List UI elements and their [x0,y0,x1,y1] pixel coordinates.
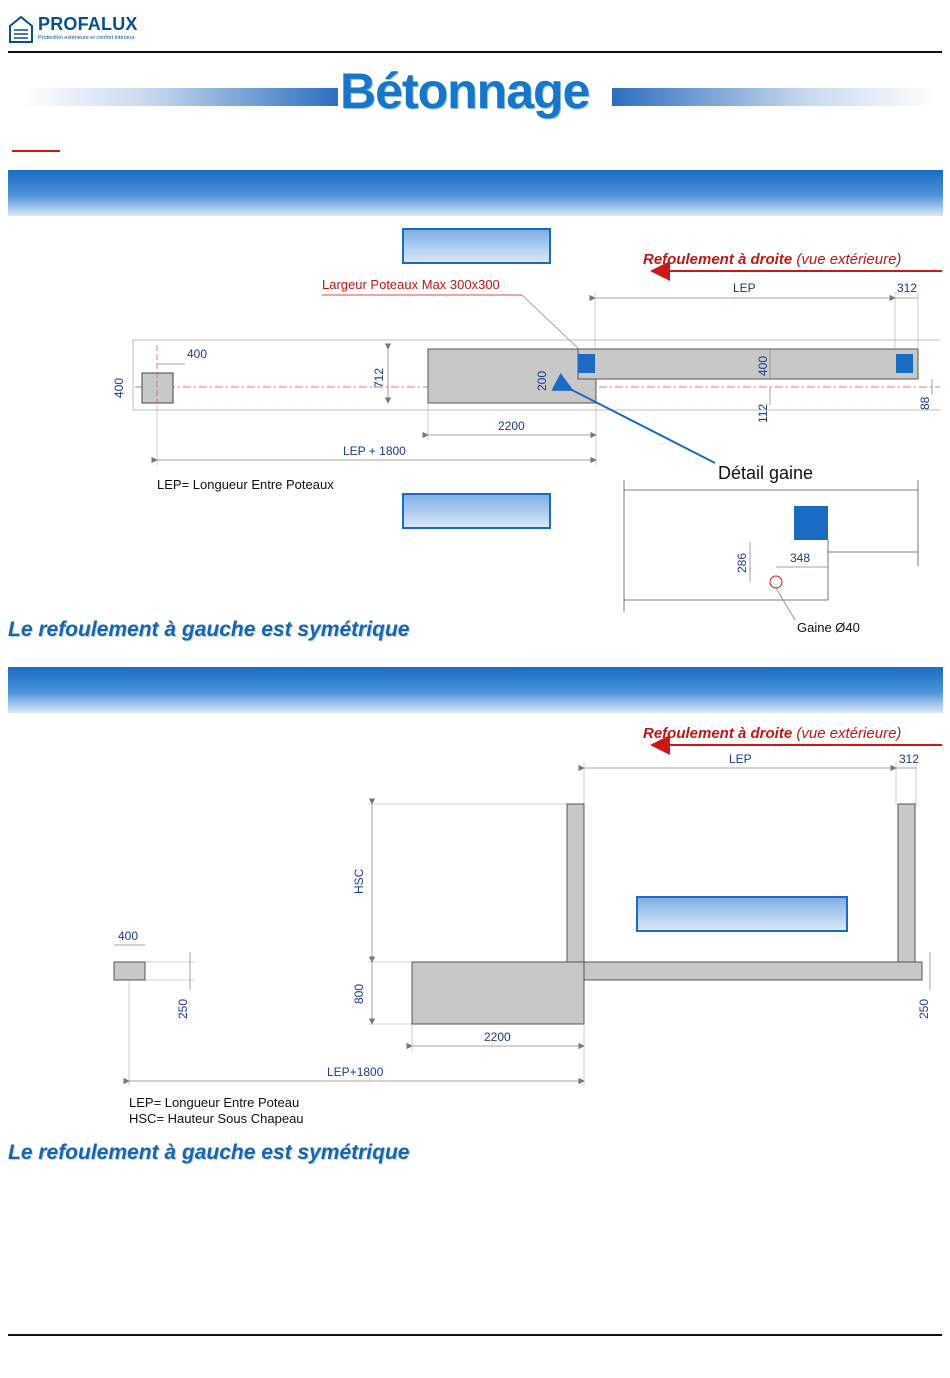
section2-label-box [636,896,848,932]
section2-left-block [113,961,146,981]
section1-drawing: Refoulement à droite (vue extérieure) La… [112,251,942,635]
section2-dim-hsc: HSC [352,868,366,894]
section1-left-block [141,372,174,404]
title-bar-right [612,88,937,106]
section1-dim-112: 112 [756,404,770,423]
section1-main-slab [427,348,597,404]
section1-dim-400-top: 400 [187,347,207,361]
section1-post-leader [521,294,583,353]
section2-drawing: Refoulement à droite (vue extérieure) LE… [113,725,942,1126]
footer-rule [8,1334,942,1336]
profalux-logo: PROFALUX Protection extérieure et confor… [8,12,148,48]
section2-main-slab [411,961,585,1025]
section2-dim-800: 800 [352,984,366,1004]
section2-legend-hsc: HSC= Hauteur Sous Chapeau [129,1111,304,1126]
page-title: Bétonnage [340,63,590,119]
section1-dim-312: 312 [897,281,917,295]
section2-dim-2200: 2200 [484,1030,511,1044]
house-icon [9,15,33,43]
section2-post-left [566,803,585,963]
section1-dim-88: 88 [918,396,932,410]
section1-label-box-bottom [402,493,551,529]
section2-dim-lep: LEP [729,752,752,766]
section2-symmetric-note: Le refoulement à gauche est symétrique [8,1141,410,1164]
section1-dim-lep1800: LEP + 1800 [343,444,406,458]
section1-symmetric-note: Le refoulement à gauche est symétrique [8,618,410,641]
section1-legend: LEP= Longueur Entre Poteaux [157,477,334,492]
section1-post-width: Largeur Poteaux Max 300x300 [322,277,500,292]
section2-dim-lep1800: LEP+1800 [327,1065,384,1079]
gaine-leader [775,587,796,621]
section2-legend-lep: LEP= Longueur Entre Poteau [129,1095,299,1110]
section1-dim-400-mid: 400 [756,356,770,376]
section2-dim-312: 312 [899,752,919,766]
section1-beam [577,348,919,380]
logo-tagline: Protection extérieure et confort intérie… [38,35,135,41]
section2-dim-250-right: 250 [917,999,931,1019]
title-bar-left [20,88,338,106]
section2-direction: Refoulement à droite (vue extérieure) [643,725,901,742]
section1-band [8,170,943,216]
gaine-label: Gaine Ø40 [797,620,860,635]
detail-dim-286: 286 [735,553,749,573]
section2-post-right [897,803,916,963]
title-banner: Bétonnage [0,62,950,119]
section2-dim-400: 400 [118,929,138,943]
section1-label-box-top [402,228,551,264]
section1-dim-lep: LEP [733,281,756,295]
red-mark [12,150,60,152]
section1-dim-2200: 2200 [498,419,525,433]
header-rule [8,51,942,53]
section1-post-left [578,354,595,373]
section1-detail-label: Détail gaine [718,463,813,483]
gaine-circle [769,575,783,589]
section2-beam [583,961,923,981]
detail-post [794,506,828,540]
section1-dim-400-left: 400 [112,378,126,398]
section1-dim-200: 200 [535,371,549,391]
detail-dim-348: 348 [790,551,810,565]
section2-dim-250-left: 250 [176,999,190,1019]
section1-dim-712: 712 [372,368,386,388]
section1-detail-arrow [551,372,716,464]
section2-band [8,667,943,713]
section1-post-right [896,354,913,373]
logo-name: PROFALUX [38,14,138,34]
section1-direction: Refoulement à droite (vue extérieure) [643,251,901,268]
